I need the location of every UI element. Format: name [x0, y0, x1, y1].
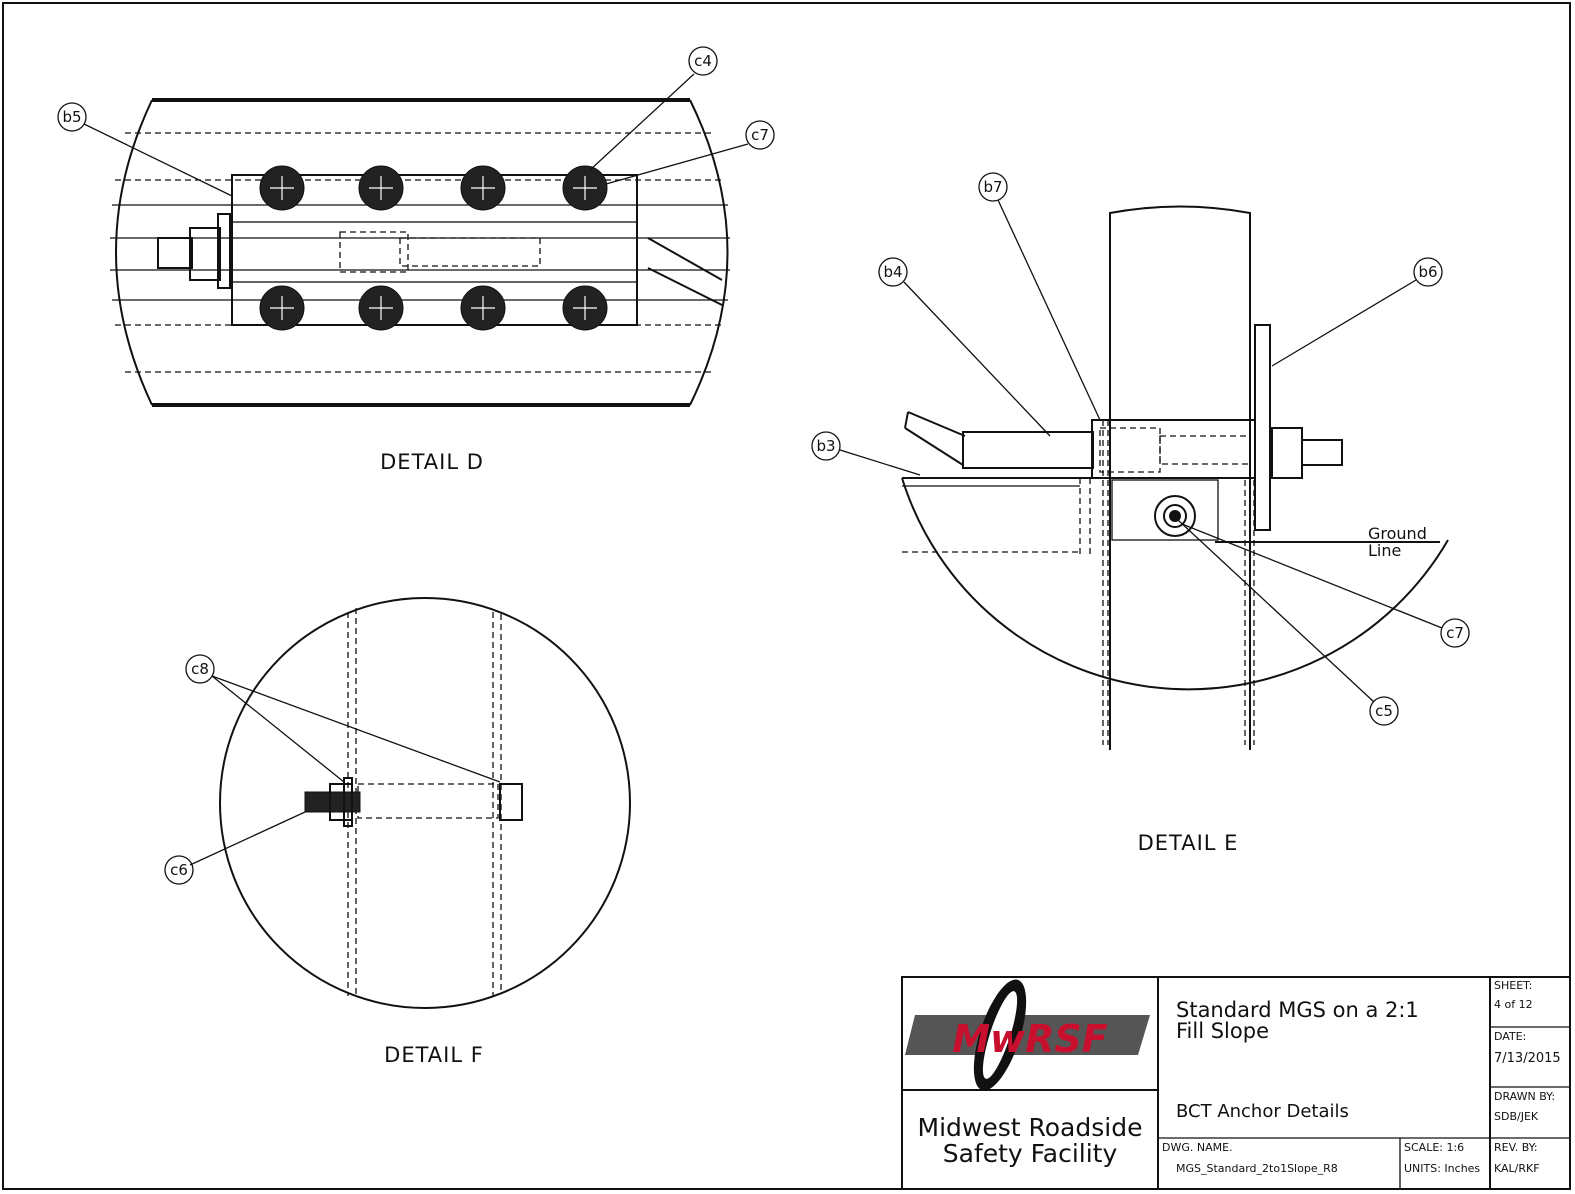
dwg-name-label: DWG. NAME. — [1162, 1141, 1233, 1154]
ground-line-label-1: Ground — [1368, 524, 1427, 543]
callout-b4: b4 — [878, 257, 908, 287]
callout-c8: c8 — [185, 654, 215, 684]
rev-by-label: REV. BY: — [1494, 1141, 1538, 1154]
scale-value: SCALE: 1:6 — [1404, 1141, 1464, 1154]
callout-c7-detail-e: c7 — [1440, 618, 1470, 648]
svg-text:c7: c7 — [751, 126, 769, 144]
svg-text:c4: c4 — [694, 52, 712, 70]
svg-text:c7: c7 — [1446, 624, 1464, 642]
detail-e-label: DETAIL E — [1138, 831, 1239, 855]
callout-c6: c6 — [164, 855, 194, 885]
drawing-title-line2: Fill Slope — [1176, 1019, 1269, 1043]
drawing-title-line1: Standard MGS on a 2:1 — [1176, 998, 1419, 1022]
detail-f-label: DETAIL F — [384, 1043, 484, 1067]
title-block — [901, 976, 1571, 1190]
svg-text:b7: b7 — [983, 178, 1002, 196]
callout-c7-detail-d: c7 — [745, 120, 775, 150]
sheet-value: 4 of 12 — [1494, 998, 1533, 1011]
svg-text:b4: b4 — [883, 263, 902, 281]
dwg-name-value: MGS_Standard_2to1Slope_R8 — [1176, 1162, 1338, 1175]
date-label: DATE: — [1494, 1030, 1526, 1043]
callout-c4: c4 — [688, 46, 718, 76]
svg-text:c5: c5 — [1375, 702, 1393, 720]
units-value: UNITS: Inches — [1404, 1162, 1480, 1175]
sheet-label: SHEET: — [1494, 979, 1532, 992]
detail-d-bolts — [259, 165, 608, 331]
callout-b6: b6 — [1413, 257, 1443, 287]
callout-b3: b3 — [811, 431, 841, 461]
rev-by-value: KAL/RKF — [1494, 1162, 1540, 1175]
org-name-line2: Safety Facility — [943, 1139, 1118, 1168]
detail-d-drawing — [83, 73, 749, 407]
svg-text:MwRSF: MwRSF — [952, 1017, 1108, 1061]
callout-c5: c5 — [1369, 696, 1399, 726]
date-value: 7/13/2015 — [1494, 1051, 1561, 1066]
callout-b5: b5 — [57, 102, 87, 132]
callout-b7: b7 — [978, 172, 1008, 202]
svg-text:c8: c8 — [191, 660, 209, 678]
svg-text:b6: b6 — [1418, 263, 1437, 281]
detail-f-drawing — [189, 597, 631, 1009]
drawing-subtitle: BCT Anchor Details — [1176, 1101, 1349, 1122]
svg-text:c6: c6 — [170, 861, 188, 879]
drawn-by-value: SDB/JEK — [1494, 1110, 1539, 1123]
ground-line-label-2: Line — [1368, 541, 1401, 560]
drawn-by-label: DRAWN BY: — [1494, 1090, 1555, 1103]
org-name-line1: Midwest Roadside — [918, 1113, 1143, 1142]
svg-text:b5: b5 — [62, 108, 81, 126]
svg-text:b3: b3 — [816, 437, 835, 455]
detail-d-label: DETAIL D — [380, 450, 484, 474]
detail-e-drawing — [839, 199, 1449, 750]
mwrsf-logo: MwRSF — [905, 979, 1150, 1091]
